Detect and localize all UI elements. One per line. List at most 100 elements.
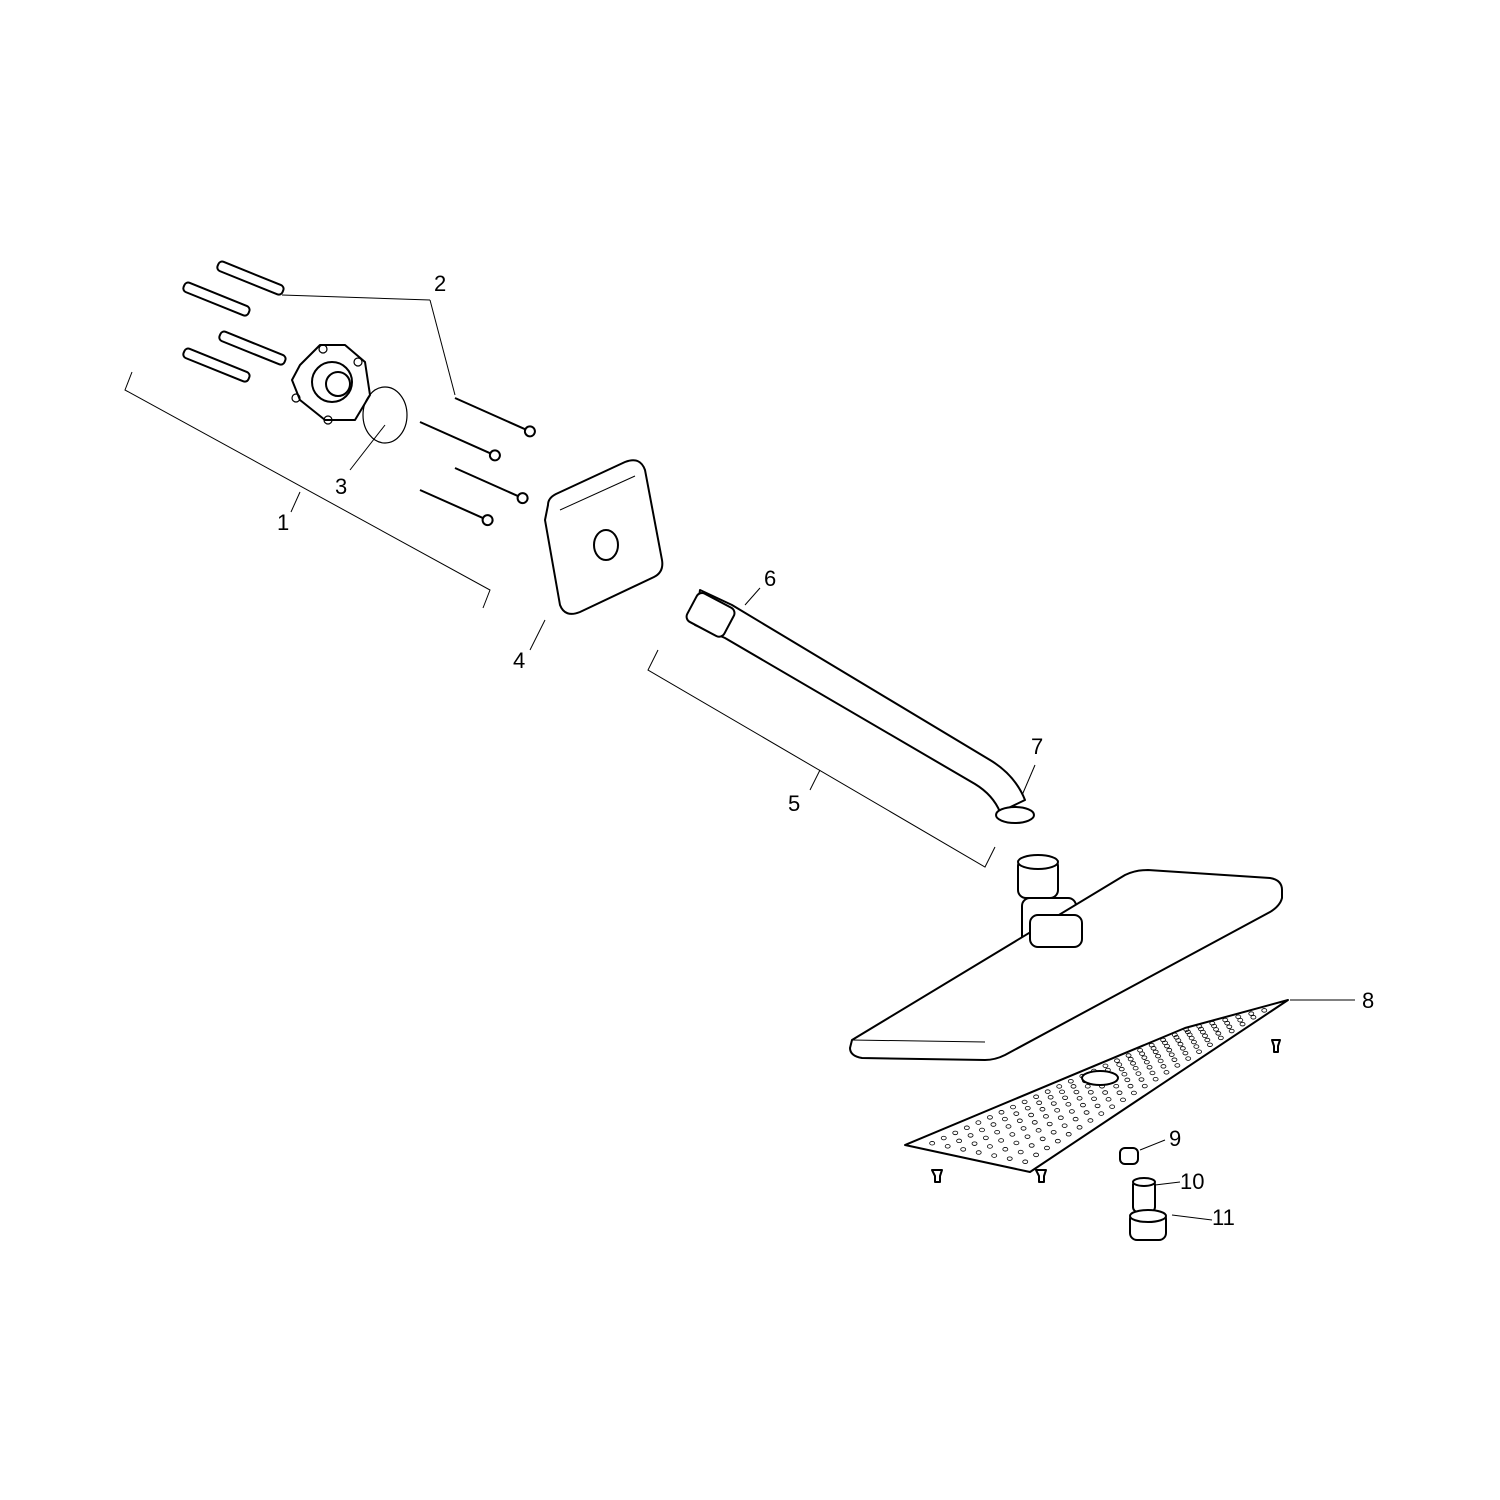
nozzle (1076, 1096, 1083, 1101)
nozzle (1193, 1044, 1200, 1049)
callout-10: 10 (1180, 1169, 1205, 1194)
nozzle (1021, 1099, 1028, 1105)
nozzle (1076, 1125, 1083, 1130)
nozzle (1174, 1063, 1181, 1068)
nozzle (1010, 1104, 1016, 1110)
nozzle (1179, 1046, 1186, 1051)
nozzle (1141, 1055, 1148, 1060)
nozzle (1168, 1052, 1175, 1057)
nozzle (1109, 1104, 1116, 1109)
spray-nozzles (929, 1008, 1268, 1164)
nozzle (1031, 1120, 1038, 1125)
nozzle (1072, 1116, 1079, 1122)
nozzle (1047, 1095, 1054, 1100)
nozzle (1070, 1084, 1077, 1089)
nozzle (1146, 1065, 1153, 1070)
wall-plugs (182, 260, 287, 383)
nozzle (1143, 1059, 1150, 1065)
nozzle (1039, 1107, 1046, 1112)
nozzle (1080, 1102, 1086, 1108)
nozzle (1226, 1024, 1233, 1029)
nozzle (1013, 1140, 1020, 1146)
nozzle (1250, 1015, 1257, 1020)
nozzle (940, 1135, 947, 1141)
nozzle (1043, 1114, 1049, 1119)
nozzle (1067, 1079, 1074, 1084)
nozzle (1228, 1028, 1235, 1034)
nozzle (1050, 1101, 1057, 1106)
nozzle (952, 1130, 959, 1136)
nozzle (1044, 1145, 1050, 1151)
nozzle (1068, 1109, 1075, 1114)
bracket-1 (124, 371, 491, 609)
nozzle (1028, 1112, 1035, 1118)
nozzle (929, 1141, 936, 1146)
nozzle (1116, 1062, 1123, 1067)
nozzle (1237, 1017, 1244, 1023)
nozzle (1098, 1111, 1105, 1116)
callout-6: 6 (764, 566, 777, 591)
nozzle (1224, 1020, 1231, 1026)
nozzle (1009, 1132, 1016, 1137)
nozzle (1191, 1039, 1197, 1045)
nozzle (1150, 1046, 1157, 1051)
nozzle (1002, 1147, 1009, 1152)
nozzle (1121, 1072, 1128, 1077)
bracket-5 (647, 649, 996, 868)
nozzle (1188, 1035, 1195, 1041)
callout-7: 7 (1031, 734, 1044, 759)
nozzle (1125, 1053, 1132, 1058)
nozzle (1199, 1029, 1206, 1035)
nozzle (1065, 1132, 1072, 1137)
nozzle (1182, 1050, 1189, 1056)
nozzle (1028, 1143, 1035, 1148)
nozzle (1135, 1071, 1142, 1076)
nozzle (1171, 1057, 1178, 1062)
nozzle (1061, 1123, 1068, 1128)
nozzle (971, 1141, 978, 1146)
callout-8: 8 (1362, 988, 1375, 1013)
nozzle (1213, 1027, 1219, 1032)
nozzle (1166, 1047, 1173, 1053)
nozzle (1033, 1094, 1040, 1099)
nozzle (1177, 1041, 1184, 1047)
nozzle (1105, 1097, 1112, 1102)
nozzle (975, 1120, 982, 1125)
nut (1129, 1209, 1167, 1241)
nozzle (1102, 1063, 1109, 1068)
nozzle (1044, 1089, 1051, 1094)
nozzle (1215, 1031, 1222, 1036)
spray-plate (904, 999, 1289, 1173)
nozzle (1239, 1021, 1246, 1027)
nozzle (1175, 1038, 1182, 1043)
nozzle (1116, 1090, 1123, 1095)
callout-11: 11 (1212, 1205, 1235, 1230)
nozzle (1139, 1051, 1146, 1056)
nozzle (1087, 1118, 1094, 1123)
nozzle (1062, 1095, 1069, 1100)
nozzle (944, 1144, 951, 1149)
callout-2: 2 (434, 271, 447, 296)
nozzle (982, 1135, 989, 1141)
callout-4: 4 (513, 648, 526, 673)
nozzle (979, 1127, 985, 1133)
nozzle (1024, 1105, 1031, 1111)
callout-3: 3 (335, 474, 348, 499)
nozzle (1217, 1035, 1224, 1041)
nozzle (1102, 1090, 1109, 1095)
nozzle (991, 1153, 998, 1158)
nozzle (1132, 1065, 1139, 1071)
nozzle (990, 1122, 997, 1127)
nozzle (1005, 1124, 1012, 1129)
shower-head (849, 869, 1283, 1061)
nozzle (1118, 1066, 1125, 1072)
plate-center-hole (1081, 1070, 1119, 1086)
leader-lines (281, 294, 1355, 1221)
nozzle (1183, 1027, 1190, 1032)
nozzle (1163, 1070, 1170, 1075)
nozzle (1138, 1077, 1145, 1082)
nozzle (1013, 1111, 1020, 1116)
nozzle (1141, 1083, 1148, 1089)
nozzle (1056, 1084, 1063, 1089)
